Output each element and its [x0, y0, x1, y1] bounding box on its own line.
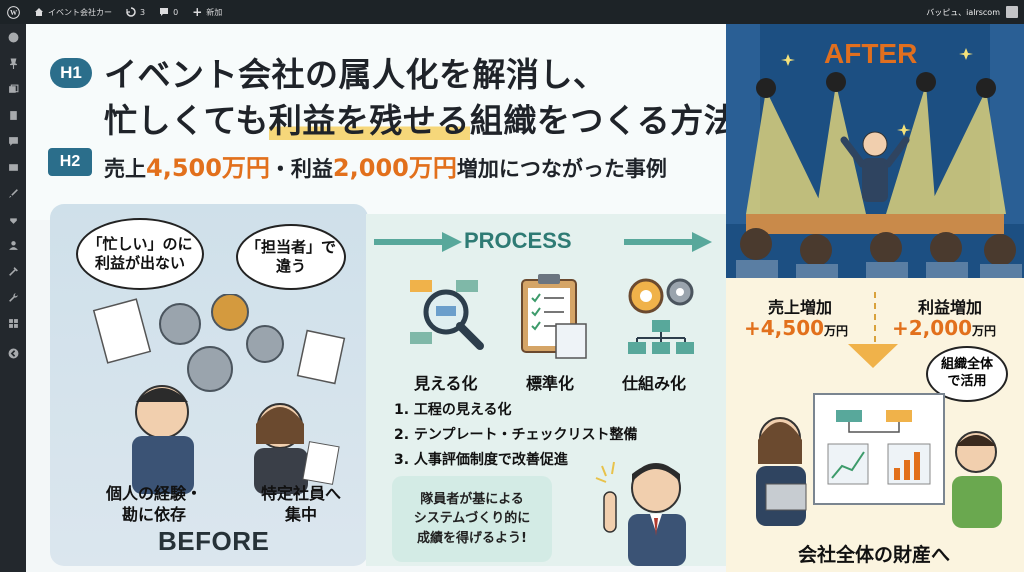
appearance-brush-icon[interactable] [0, 180, 26, 206]
stressed-workers-illustration [92, 294, 346, 494]
process-title: PROCESS [464, 228, 572, 253]
sales-increase-label: 売上増加 [767, 298, 832, 317]
home-icon [35, 8, 43, 16]
sales-value-unit: 万円 [824, 324, 849, 338]
h2-post: 増加につながった事例 [456, 157, 667, 181]
mail-icon[interactable] [0, 154, 26, 180]
profit-value-number: +2,000 [892, 316, 973, 340]
updates-count: 3 [140, 7, 146, 17]
list-item: 3. 人事評価制度で改善促進 [394, 452, 568, 468]
h2-mid: ・利益 [269, 157, 333, 181]
new-label: 新加 [206, 7, 223, 17]
h1-line2-pre: 忙しくても [104, 101, 269, 140]
list-item: 2. テンプレート・チェックリスト整備 [394, 427, 638, 443]
h1-title-line1: イベント会社の属人化を解消し、 [104, 55, 607, 94]
after-title: AFTER [824, 38, 918, 69]
svg-text:W: W [10, 9, 18, 17]
comment-icon [160, 8, 169, 16]
wordpress-logo-button[interactable]: W [0, 0, 27, 24]
caption-experience-dependence: 個人の経験・ 勘に依存 [105, 484, 202, 524]
process-panel: PROCESS 見える化 標準化 仕組み化 1. 工程の見える化 2. テンプレ… [366, 214, 746, 566]
admin-bar: W イベント会社カー 3 0 + 新加 バッピュ、ialrscom [0, 0, 1024, 24]
comments-button[interactable]: 0 [152, 0, 185, 24]
h1-badge: H1 [50, 58, 92, 88]
plus-icon: + [192, 5, 203, 19]
process-note: 隊員者が基による システムづくり的に 成績を得げるよう! [392, 476, 552, 562]
speech-bubble-person: 「担当者」で 違う [236, 224, 346, 290]
h2-badge: H2 [48, 148, 92, 176]
user-greeting: バッピュ、ialrscom [926, 7, 1000, 17]
stage-spotlight-graphic [726, 24, 1024, 278]
magnifier-flowchart-icon [410, 280, 484, 350]
dashboard-icon[interactable] [0, 24, 26, 50]
arrow-right-icon [624, 232, 712, 252]
sales-value-number: +4,500 [744, 316, 825, 340]
comments-icon[interactable] [0, 128, 26, 154]
site-name-button[interactable]: イベント会社カー [27, 0, 119, 24]
after-caption: 会社全体の財産へ [798, 544, 951, 566]
h2-subtitle: 売上4,500万円・利益2,000万円増加につながった事例 [104, 148, 667, 183]
h2-profit-number: 2,000万円 [332, 154, 457, 182]
step-standardize: 標準化 [526, 374, 575, 393]
infographic-image: H1 イベント会社の属人化を解消し、 忙しくても利益を残せる組織をつくる方法 H… [26, 24, 1024, 572]
admin-sidebar [0, 24, 26, 572]
process-steps-list: 1. 工程の見える化 2. テンプレート・チェックリスト整備 3. 人事評価制度… [394, 398, 638, 473]
step-systematize: 仕組み化 [622, 374, 687, 393]
plugins-icon[interactable] [0, 206, 26, 232]
comments-count: 0 [173, 7, 179, 17]
consultant-illustration [595, 461, 686, 566]
tools-icon[interactable] [0, 258, 26, 284]
checklist-clipboard-icon [521, 274, 587, 359]
settings-wrench-icon[interactable] [0, 284, 26, 310]
step-visualize: 見える化 [414, 374, 478, 393]
sales-increase-value: +4,500万円 [744, 316, 848, 340]
title-area: H1 イベント会社の属人化を解消し、 忙しくても利益を残せる組織をつくる方法 H… [26, 24, 737, 220]
profit-increase-value: +2,000万円 [892, 316, 996, 340]
profit-value-unit: 万円 [972, 324, 997, 338]
new-content-button[interactable]: + 新加 [185, 0, 229, 24]
h2-pre: 売上 [104, 157, 146, 181]
after-panel: AFTER 売上増加 +4,500万円 利益増加 +2,000万円 組織全体 で… [726, 24, 1024, 572]
arrow-right-icon [374, 232, 462, 252]
gears-org-chart-icon [628, 278, 694, 354]
site-name: イベント会社カー [48, 7, 112, 17]
arrow-down-icon [848, 344, 898, 368]
wordpress-icon: W [7, 5, 20, 19]
before-panel: 「忙しい」のに 利益が出ない 「担当者」で 違う 個人の経験・ 勘に依存 特定社… [50, 204, 368, 566]
before-label: BEFORE [158, 526, 270, 556]
profit-increase-label: 利益増加 [917, 298, 982, 317]
refresh-icon [126, 7, 136, 17]
media-icon[interactable] [0, 76, 26, 102]
users-icon[interactable] [0, 232, 26, 258]
h2-sales-number: 4,500万円 [146, 154, 270, 182]
speech-bubble-busy: 「忙しい」のに 利益が出ない [76, 218, 204, 290]
user-account[interactable]: バッピュ、ialrscom [926, 6, 1024, 18]
pages-icon[interactable] [0, 102, 26, 128]
after-speech-bubble: 組織全体 で活用 [926, 346, 1008, 402]
h1-line2-post: 組織をつくる方法 [469, 101, 738, 140]
posts-pin-icon[interactable] [0, 50, 26, 76]
avatar [1006, 6, 1018, 18]
stat-divider [874, 292, 876, 342]
h1-highlight: 利益を残せる [268, 101, 470, 140]
team-presentation-illustration [756, 393, 1002, 528]
list-item: 1. 工程の見える化 [394, 402, 512, 418]
grid-icon[interactable] [0, 310, 26, 336]
collapse-menu-icon[interactable] [0, 340, 26, 366]
stage-illustration: AFTER [726, 24, 1024, 278]
caption-specific-staff: 特定社員へ 集中 [260, 484, 341, 524]
h1-title-line2: 忙しくても利益を残せる組織をつくる方法 [104, 94, 737, 142]
updates-button[interactable]: 3 [119, 0, 152, 24]
